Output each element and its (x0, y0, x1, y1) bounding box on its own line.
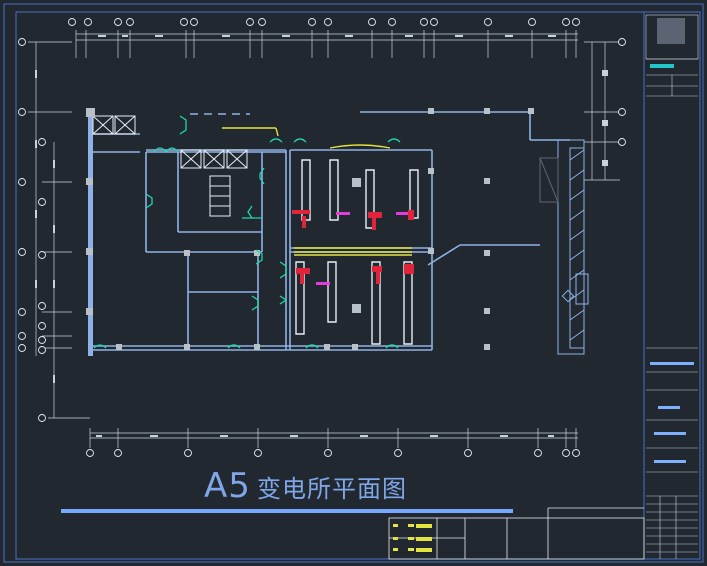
drawing-code: A5 (204, 466, 251, 506)
drawing-name: 变电所平面图 (256, 475, 407, 503)
signature-table (388, 507, 645, 560)
dimension-lines (28, 33, 620, 439)
axis-bubbles (18, 18, 626, 457)
busbars (222, 127, 412, 256)
dimension-labels (35, 35, 608, 437)
cable-marks (292, 210, 414, 285)
drawing-frame (3, 3, 704, 563)
equipment-cells (92, 115, 248, 217)
side-stair (539, 139, 589, 355)
title-underline (61, 509, 513, 513)
title-block (645, 14, 699, 559)
axis-ticks (75, 30, 577, 448)
structural-columns (86, 108, 534, 350)
drawing-title: A5 变电所平面图 (204, 466, 407, 506)
switchgear-panels (295, 159, 419, 345)
doors (93, 115, 401, 349)
